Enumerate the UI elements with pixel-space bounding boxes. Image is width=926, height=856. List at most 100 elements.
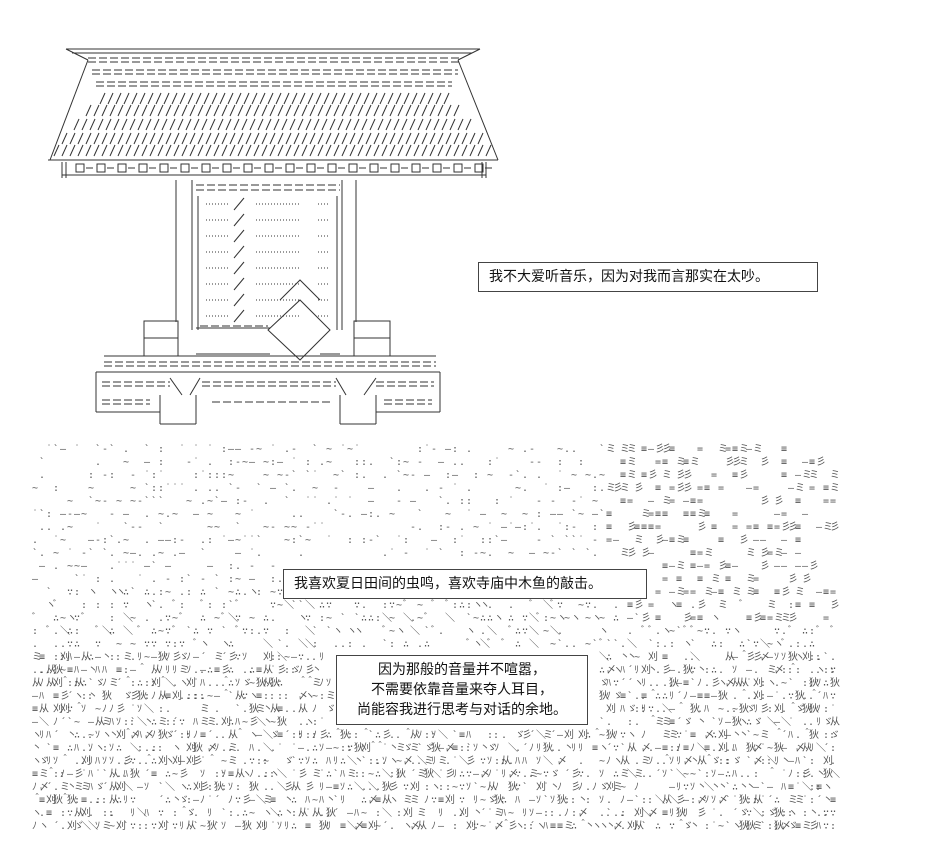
svg-text:彡: 彡: [683, 483, 693, 494]
svg-text:—: —: [767, 782, 774, 793]
svg-text:狄: 狄: [431, 742, 441, 754]
svg-text:˙: ˙: [354, 444, 360, 455]
svg-text:ｿ: ｿ: [340, 782, 345, 793]
svg-text:―: ―: [746, 483, 753, 494]
svg-text:＼: ＼: [123, 781, 133, 793]
svg-text:´: ´: [46, 781, 52, 793]
svg-text:ミ: ミ: [676, 561, 686, 572]
svg-text:彡: 彡: [641, 548, 651, 559]
svg-text:ﾘ: ﾘ: [88, 756, 93, 767]
svg-text:—: —: [214, 691, 221, 702]
svg-text:∴: ∴: [662, 691, 668, 702]
svg-text:.: .: [375, 782, 381, 793]
svg-text:.: .: [46, 522, 52, 533]
svg-text:≡: ≡: [662, 743, 668, 754]
svg-text:´: ´: [655, 768, 661, 780]
svg-text:＾: ＾: [298, 675, 308, 689]
svg-text:-: -: [438, 483, 444, 494]
svg-text:`: `: [214, 820, 220, 832]
svg-text:ﾊ: ﾊ: [620, 704, 625, 715]
svg-text:—: —: [711, 691, 718, 702]
svg-text:`: `: [277, 638, 283, 650]
svg-text:ﾉ: ﾉ: [690, 743, 695, 754]
svg-text:-: -: [403, 548, 409, 559]
svg-text:彡: 彡: [809, 561, 819, 572]
svg-text:∵: ∵: [354, 600, 360, 611]
svg-text:ミ: ミ: [634, 535, 644, 546]
svg-text:〆: 〆: [641, 743, 651, 754]
svg-text:―: ―: [753, 535, 760, 546]
svg-text:ﾞ: ﾞ: [501, 638, 506, 650]
svg-text:ミ: ミ: [795, 587, 805, 598]
svg-text:.: .: [116, 535, 122, 546]
svg-text:.: .: [375, 509, 381, 520]
svg-text:`: `: [599, 716, 605, 728]
svg-text:彡: 彡: [802, 769, 812, 780]
svg-text:—: —: [151, 652, 158, 663]
svg-text:＼: ＼: [543, 755, 553, 767]
svg-text:~: ~: [109, 821, 115, 832]
svg-text::: :: [452, 535, 458, 546]
svg-text:ﾊ: ﾊ: [620, 665, 625, 676]
svg-text:ヽ: ヽ: [144, 600, 154, 611]
svg-text:`: `: [466, 612, 472, 624]
svg-text:ﾊ: ﾊ: [74, 743, 79, 754]
svg-text:—: —: [669, 782, 676, 793]
svg-text:ｿ: ｿ: [711, 769, 716, 780]
svg-text:`: `: [102, 768, 108, 780]
svg-text:ｿ: ｿ: [116, 717, 121, 728]
svg-text:∴: ∴: [361, 795, 367, 806]
svg-text:彡: 彡: [697, 808, 707, 819]
svg-text:∴: ∴: [403, 639, 409, 650]
svg-text:´: ´: [221, 651, 227, 663]
svg-text:狄: 狄: [732, 716, 742, 728]
svg-text:.: .: [417, 639, 423, 650]
svg-text:＾: ＾: [158, 675, 168, 689]
svg-text:ﾊ: ﾊ: [305, 795, 310, 806]
svg-text:-: -: [242, 496, 248, 507]
svg-text:˙: ˙: [67, 548, 73, 559]
svg-text:`: `: [417, 742, 423, 754]
svg-text:..: ..: [32, 665, 44, 676]
svg-text:.: .: [32, 535, 38, 546]
svg-text:—: —: [81, 561, 88, 572]
svg-text:ヽ: ヽ: [739, 717, 749, 728]
svg-text:ﾉ: ﾉ: [186, 652, 191, 663]
svg-text:∴: ∴: [424, 639, 430, 650]
svg-text:＼: ＼: [781, 716, 791, 728]
svg-text:∵: ∵: [557, 600, 563, 611]
svg-text:˙: ˙: [270, 821, 276, 832]
svg-text:-: -: [592, 535, 598, 546]
svg-text:`: `: [228, 690, 234, 702]
svg-text:∴: ∴: [347, 782, 353, 793]
svg-text:≡: ≡: [648, 522, 654, 533]
svg-text:.: .: [319, 457, 325, 468]
svg-text:≡: ≡: [718, 535, 724, 546]
svg-text:＼: ＼: [298, 638, 308, 650]
svg-text:〆: 〆: [648, 808, 658, 819]
svg-text:＼: ＼: [697, 742, 707, 754]
svg-text::: :: [74, 795, 80, 806]
svg-text:-: -: [333, 483, 339, 494]
svg-text:::: ::: [543, 808, 555, 819]
svg-text:˙: ˙: [830, 704, 836, 715]
svg-text:ヽ: ヽ: [718, 678, 728, 689]
svg-text:≡: ≡: [662, 457, 668, 468]
svg-text:∴: ∴: [88, 652, 94, 663]
svg-text:.: .: [53, 782, 59, 793]
svg-text:彡: 彡: [711, 678, 721, 689]
svg-text:丶: 丶: [697, 665, 707, 676]
svg-text:=: =: [655, 587, 661, 598]
svg-text:ﾘ: ﾘ: [571, 743, 576, 754]
svg-text:ｿ: ｿ: [88, 743, 93, 754]
svg-text:.: .: [648, 743, 654, 754]
svg-text:..: ..: [263, 782, 275, 793]
svg-text:刈: 刈: [158, 754, 168, 767]
svg-text:∴: ∴: [571, 821, 577, 832]
svg-text:≡: ≡: [277, 730, 283, 741]
svg-text:ヽ: ヽ: [74, 691, 84, 702]
svg-text:狄: 狄: [774, 807, 784, 819]
svg-text::: :: [389, 639, 395, 650]
svg-text::: :: [319, 613, 325, 624]
svg-text:彡: 彡: [200, 782, 210, 793]
